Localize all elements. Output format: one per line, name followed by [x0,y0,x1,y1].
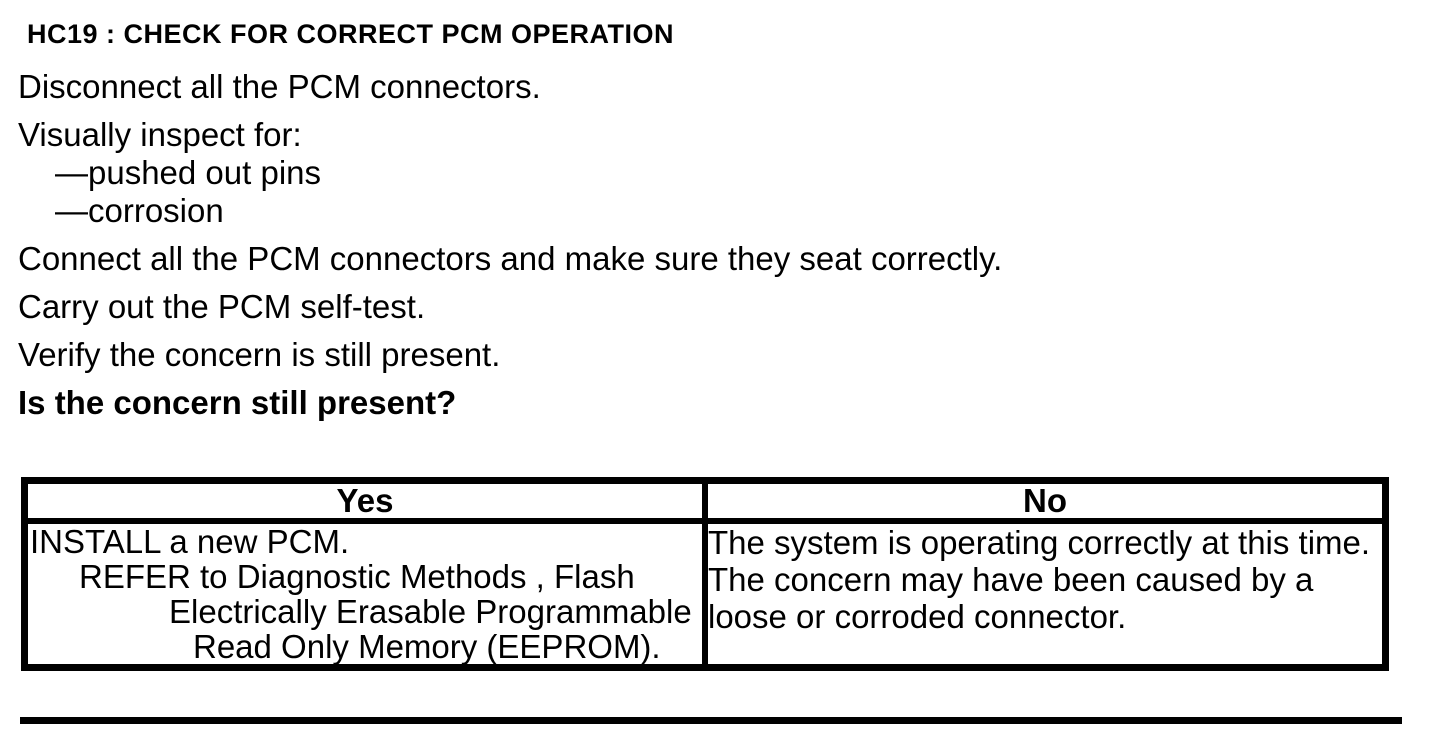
decision-question: Is the concern still present? [18,384,457,421]
decision-table-header-row: Yes No [21,477,1389,524]
inspect-item-corrosion: —corrosion [55,192,224,229]
yes-action-line: INSTALL a new PCM. [30,523,350,560]
yes-column-header: Yes [21,477,708,524]
no-action-line: The concern may have been caused by a [708,561,1314,598]
no-action-line: The system is operating correctly at thi… [708,524,1371,561]
test-step-title: HC19 : CHECK FOR CORRECT PCM OPERATION [27,19,675,49]
inspect-intro: Visually inspect for: [18,116,302,153]
step-connect-connectors: Connect all the PCM connectors and make … [18,240,1003,277]
section-divider-rule [20,717,1402,724]
step-verify-concern: Verify the concern is still present. [18,336,501,373]
yes-no-decision-table: Yes No INSTALL a new PCM. REFER to Diagn… [21,477,1389,671]
decision-table-body-row: INSTALL a new PCM. REFER to Diagnostic M… [21,518,1389,671]
step-disconnect-connectors: Disconnect all the PCM connectors. [18,68,541,105]
yes-action-line: Electrically Erasable Programmable [169,593,692,630]
no-action-cell: The system is operating correctly at thi… [702,518,1389,671]
no-action-line: loose or corroded connector. [708,598,1127,635]
step-self-test: Carry out the PCM self-test. [18,288,426,325]
inspect-item-pushed-out-pins: —pushed out pins [55,154,322,191]
yes-action-cell: INSTALL a new PCM. REFER to Diagnostic M… [21,518,708,671]
yes-action-line: REFER to Diagnostic Methods , Flash [79,558,635,595]
yes-action-line: Read Only Memory (EEPROM). [193,628,661,665]
step-visual-inspection: Visually inspect for: —pushed out pins —… [18,116,1440,230]
no-column-header: No [702,477,1389,524]
